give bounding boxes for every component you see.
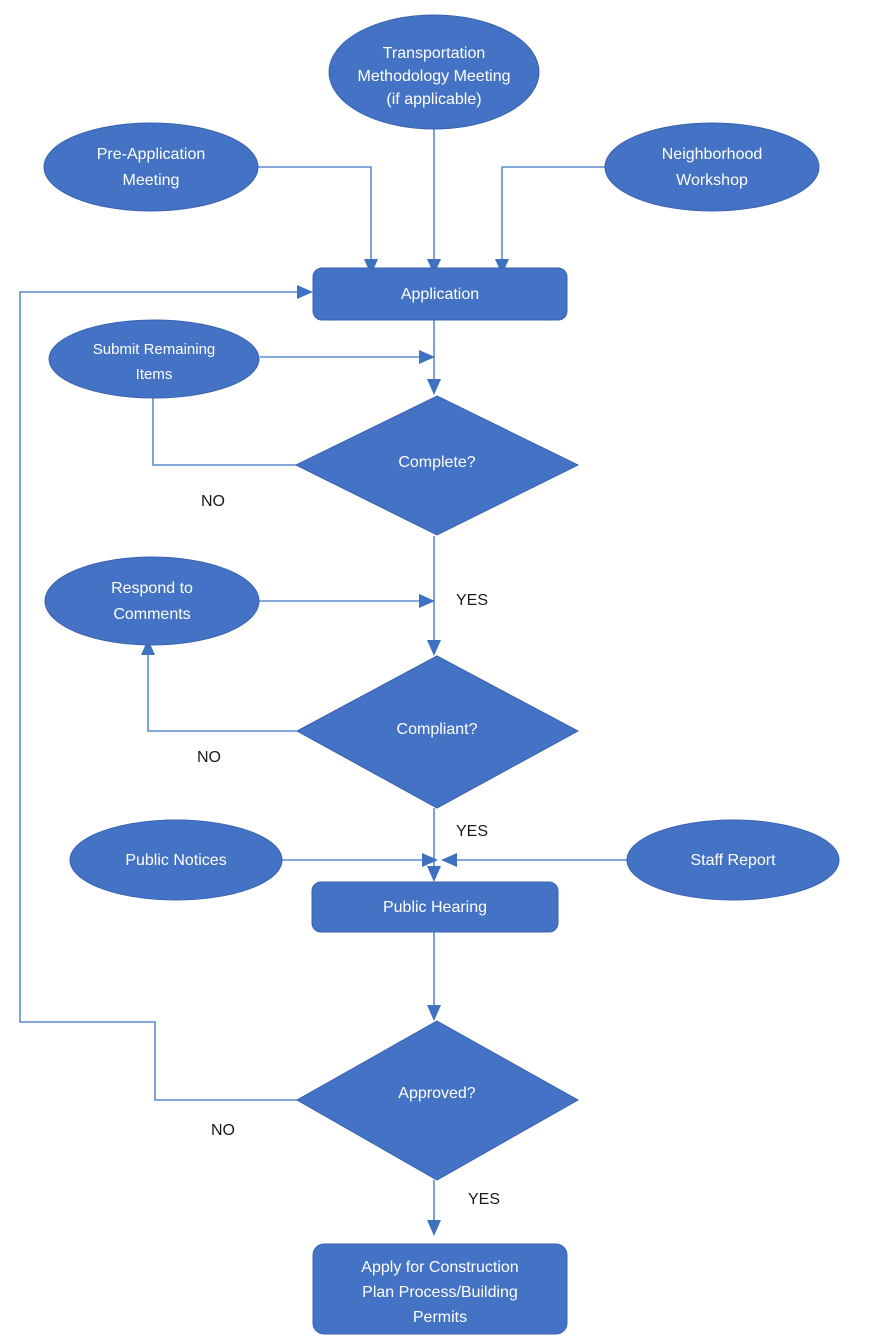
node-respond-to-comments[interactable]: Respond to Comments bbox=[44, 556, 260, 646]
connector-compliant-no-to-respond-comments bbox=[147, 650, 297, 732]
branch-label-complete-no: NO bbox=[201, 493, 225, 510]
transportation-methodology-meeting-line-3: (if applicable) bbox=[386, 91, 481, 108]
staff-report-ellipse[interactable] bbox=[626, 819, 840, 901]
pre-application-meeting-ellipse[interactable] bbox=[43, 122, 259, 212]
arrowhead-public-notices-to-hearing bbox=[422, 853, 438, 867]
arrowhead-respond-comments-to-stem bbox=[419, 594, 435, 608]
node-staff-report[interactable]: Staff Report bbox=[626, 819, 840, 901]
respond-to-comments-line-2: Comments bbox=[113, 606, 190, 623]
public-hearing-box[interactable] bbox=[311, 881, 559, 933]
apply-for-construction-line-1: Apply for Construction bbox=[361, 1259, 518, 1276]
pre-application-meeting-line-1: Pre-Application bbox=[97, 146, 206, 163]
connector-complete-no-to-submit-remaining bbox=[152, 393, 296, 466]
node-complete-decision[interactable]: Complete? bbox=[294, 395, 580, 536]
node-pre-application-meeting[interactable]: Pre-Application Meeting bbox=[43, 122, 259, 212]
respond-to-comments-line-1: Respond to bbox=[111, 580, 193, 597]
approved-decision-label: Approved? bbox=[398, 1085, 475, 1102]
transportation-methodology-meeting-ellipse[interactable] bbox=[328, 14, 540, 130]
submit-remaining-items-ellipse[interactable] bbox=[48, 319, 260, 399]
node-application[interactable]: Application bbox=[312, 267, 568, 321]
application-label: Application bbox=[401, 286, 479, 303]
respond-to-comments-ellipse[interactable] bbox=[44, 556, 260, 646]
public-hearing-label: Public Hearing bbox=[383, 899, 487, 916]
arrowhead-transportation-to-application bbox=[427, 259, 441, 275]
node-submit-remaining-items[interactable]: Submit Remaining Items bbox=[48, 319, 260, 399]
approved-decision-diamond[interactable] bbox=[295, 1020, 580, 1181]
public-notices-ellipse[interactable] bbox=[69, 819, 283, 901]
compliant-decision-label: Compliant? bbox=[397, 721, 478, 738]
complete-decision-diamond[interactable] bbox=[294, 395, 580, 536]
branch-label-compliant-yes: YES bbox=[456, 823, 488, 840]
connector-neighborhood-to-application bbox=[501, 166, 605, 264]
node-neighborhood-workshop[interactable]: Neighborhood Workshop bbox=[604, 122, 820, 212]
arrowhead-staff-report-to-hearing bbox=[441, 853, 457, 867]
node-apply-for-construction[interactable]: Apply for Construction Plan Process/Buil… bbox=[312, 1243, 568, 1335]
arrowhead-approved-no-to-application bbox=[297, 285, 313, 299]
staff-report-label: Staff Report bbox=[690, 852, 776, 869]
arrowhead-public-hearing-to-approved bbox=[427, 1005, 441, 1021]
arrowhead-compliant-yes-to-public-hearing bbox=[427, 866, 441, 882]
node-approved-decision[interactable]: Approved? bbox=[295, 1020, 580, 1181]
node-public-hearing[interactable]: Public Hearing bbox=[311, 881, 559, 933]
node-public-notices[interactable]: Public Notices bbox=[69, 819, 283, 901]
connector-preapplication-to-application bbox=[258, 166, 372, 264]
node-compliant-decision[interactable]: Compliant? bbox=[295, 655, 580, 809]
arrowhead-neighborhood-to-application bbox=[495, 259, 509, 275]
apply-for-construction-line-2: Plan Process/Building bbox=[362, 1284, 518, 1301]
pre-application-meeting-line-2: Meeting bbox=[123, 172, 180, 189]
complete-decision-label: Complete? bbox=[398, 454, 475, 471]
public-notices-label: Public Notices bbox=[125, 852, 226, 869]
neighborhood-workshop-line-1: Neighborhood bbox=[662, 146, 763, 163]
transportation-methodology-meeting-line-2: Methodology Meeting bbox=[358, 68, 511, 85]
arrowhead-submit-remaining-to-stem bbox=[419, 350, 435, 364]
compliant-decision-diamond[interactable] bbox=[295, 655, 580, 809]
branch-label-compliant-no: NO bbox=[197, 749, 221, 766]
submit-remaining-items-line-2: Items bbox=[136, 366, 173, 383]
transportation-methodology-meeting-line-1: Transportation bbox=[383, 45, 486, 62]
branch-label-complete-yes: YES bbox=[456, 592, 488, 609]
connector-approved-no-to-application bbox=[19, 291, 302, 1101]
node-transportation-methodology-meeting[interactable]: Transportation Methodology Meeting (if a… bbox=[328, 14, 540, 130]
neighborhood-workshop-ellipse[interactable] bbox=[604, 122, 820, 212]
arrowhead-approved-yes-to-apply-construction bbox=[427, 1220, 441, 1236]
arrowhead-application-to-complete bbox=[427, 379, 441, 395]
branch-labels-layer: NO YES NO YES NO YES bbox=[197, 493, 500, 1208]
arrowhead-complete-yes-to-compliant bbox=[427, 640, 441, 656]
apply-for-construction-line-3: Permits bbox=[413, 1309, 467, 1326]
apply-for-construction-box[interactable] bbox=[312, 1243, 568, 1335]
arrowhead-compliant-no-to-respond-comments bbox=[141, 639, 155, 655]
branch-label-approved-yes: YES bbox=[468, 1191, 500, 1208]
branch-label-approved-no: NO bbox=[211, 1122, 235, 1139]
neighborhood-workshop-line-2: Workshop bbox=[676, 172, 748, 189]
submit-remaining-items-line-1: Submit Remaining bbox=[93, 341, 216, 358]
arrowhead-preapplication-to-application bbox=[364, 259, 378, 275]
application-box[interactable] bbox=[312, 267, 568, 321]
